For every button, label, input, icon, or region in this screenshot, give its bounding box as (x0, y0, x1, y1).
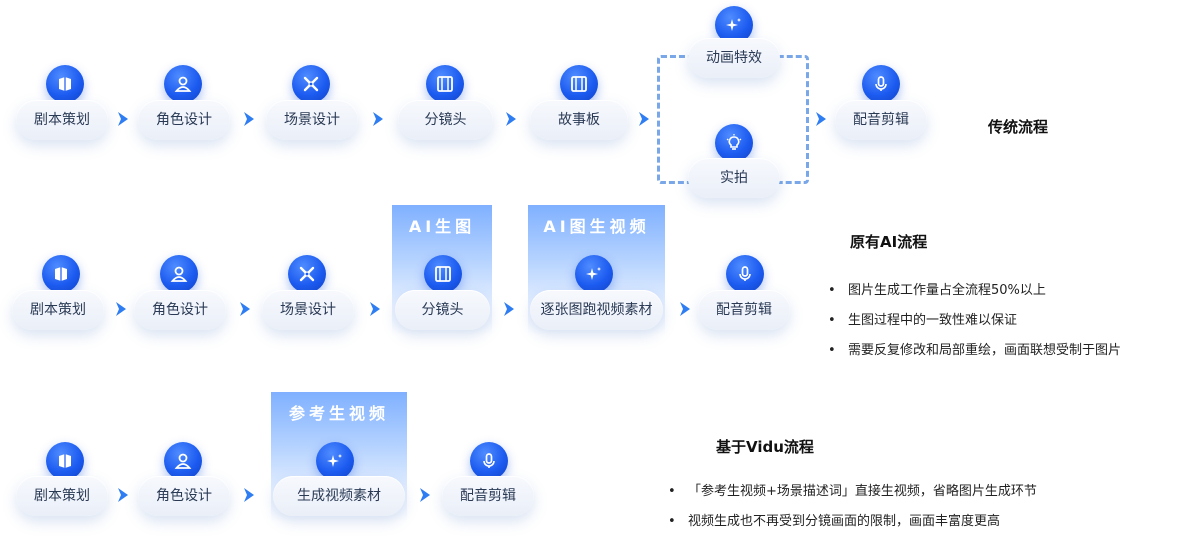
person-icon (160, 255, 198, 293)
step-scene[interactable]: 场景设计 (266, 100, 358, 140)
step-character[interactable]: 角色设计 (134, 290, 226, 330)
ai-image-to-video-title: AI图生视频 (543, 217, 650, 236)
sparkle-icon (316, 442, 354, 480)
arrow-icon (116, 487, 130, 503)
step-storyboard[interactable]: 故事板 (530, 100, 628, 140)
step-script[interactable]: 剧本策划 (16, 100, 108, 140)
step-dubbing-editing[interactable]: 配音剪辑 (698, 290, 790, 330)
bulb-icon (715, 124, 753, 162)
bullet-item: •需要反复修改和局部重绘，画面联想受制于图片 (828, 343, 1122, 358)
bullet-item: •「参考生视频+场景描述词」直接生视频，省略图片生成环节 (668, 484, 1037, 499)
arrow-icon (371, 111, 385, 127)
original-ai-flow-title: 原有AI流程 (850, 233, 928, 251)
arrow-icon (238, 301, 252, 317)
arrow-icon (678, 301, 692, 317)
book-icon (46, 442, 84, 480)
person-icon (164, 65, 202, 103)
step-character[interactable]: 角色设计 (138, 100, 230, 140)
bullet-text: 图片生成工作量占全流程50%以上 (848, 283, 1046, 298)
branch-animation[interactable]: 动画特效 (688, 38, 780, 78)
bullet-item: •视频生成也不再受到分镜画面的限制，画面丰富度更高 (668, 514, 1001, 529)
arrow-icon (368, 301, 382, 317)
mic-icon (862, 65, 900, 103)
bullet-text: 需要反复修改和局部重绘，画面联想受制于图片 (848, 343, 1122, 358)
step-dubbing-editing[interactable]: 配音剪辑 (835, 100, 927, 140)
arrow-icon (637, 111, 651, 127)
sparkle-icon (715, 6, 753, 44)
arrow-icon (418, 487, 432, 503)
step-scene[interactable]: 场景设计 (262, 290, 354, 330)
branch-live-action[interactable]: 实拍 (688, 158, 780, 198)
step-per-image-video[interactable]: 逐张图跑视频素材 (530, 290, 663, 330)
step-script[interactable]: 剧本策划 (16, 476, 108, 516)
scene-icon (292, 65, 330, 103)
step-dubbing-editing[interactable]: 配音剪辑 (442, 476, 534, 516)
arrow-icon (242, 487, 256, 503)
film-icon (424, 255, 462, 293)
arrow-icon (116, 111, 130, 127)
film-icon (560, 65, 598, 103)
book-icon (46, 65, 84, 103)
arrow-icon (242, 111, 256, 127)
arrow-icon (114, 301, 128, 317)
arrow-icon (814, 111, 828, 127)
step-storyboard-shots[interactable]: 分镜头 (398, 100, 493, 140)
sparkle-icon (575, 255, 613, 293)
step-storyboard-shots[interactable]: 分镜头 (395, 290, 490, 330)
bullet-item: •生图过程中的一致性难以保证 (828, 313, 1018, 328)
book-icon (42, 255, 80, 293)
bullet-text: 视频生成也不再受到分镜画面的限制，画面丰富度更高 (688, 514, 1001, 529)
mic-icon (470, 442, 508, 480)
bullet-text: 「参考生视频+场景描述词」直接生视频，省略图片生成环节 (688, 484, 1037, 499)
reference-to-video-title: 参考生视频 (288, 404, 389, 423)
ai-image-title: AI生图 (408, 217, 476, 236)
step-generate-video[interactable]: 生成视频素材 (273, 476, 405, 516)
film-icon (426, 65, 464, 103)
mic-icon (726, 255, 764, 293)
step-character[interactable]: 角色设计 (138, 476, 230, 516)
traditional-flow-title: 传统流程 (988, 118, 1049, 136)
step-script[interactable]: 剧本策划 (12, 290, 104, 330)
scene-icon (288, 255, 326, 293)
bullet-item: •图片生成工作量占全流程50%以上 (828, 283, 1046, 298)
bullet-text: 生图过程中的一致性难以保证 (848, 313, 1018, 328)
vidu-flow-title: 基于Vidu流程 (716, 438, 814, 456)
arrow-icon (502, 301, 516, 317)
person-icon (164, 442, 202, 480)
arrow-icon (504, 111, 518, 127)
